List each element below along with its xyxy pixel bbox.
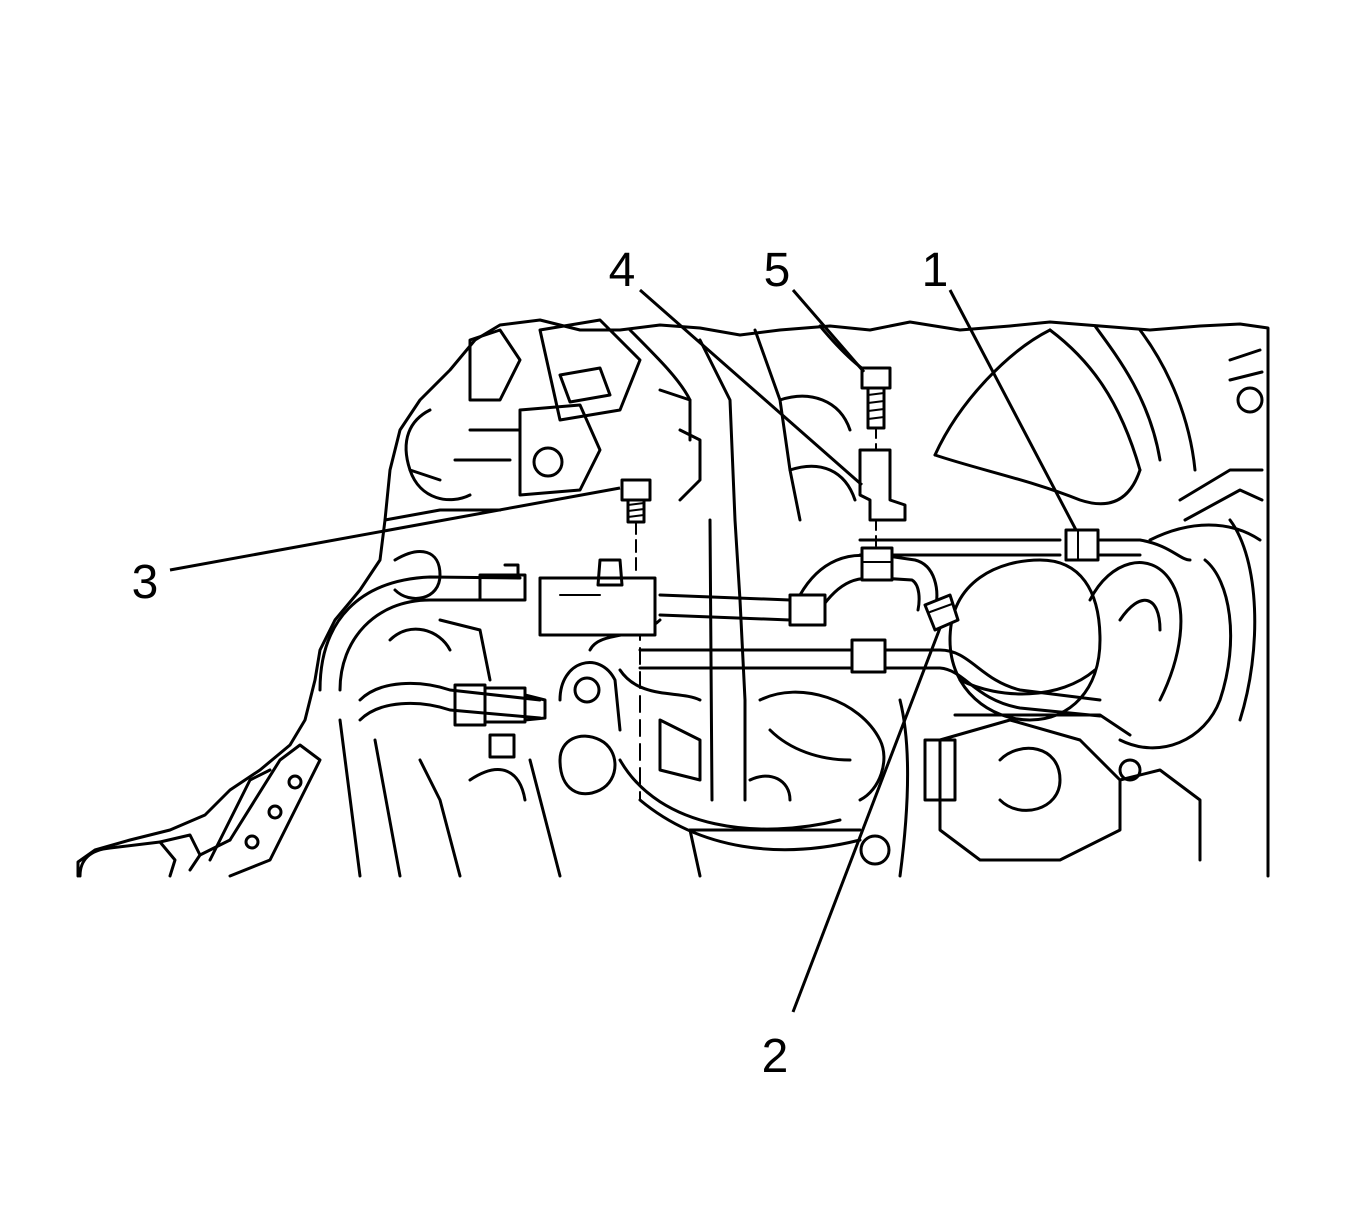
- engine-illustration: [76, 318, 1270, 878]
- leader-line-4: [639, 288, 863, 487]
- bolt-5: [860, 366, 892, 549]
- callout-3: 3: [132, 556, 159, 609]
- leader-line-5: [791, 289, 866, 373]
- callout-1: 1: [922, 244, 949, 297]
- callout-labels: 1 2 3 4 5: [132, 244, 949, 1083]
- callout-leaders: [169, 288, 1078, 1013]
- bolt-3: [620, 478, 652, 576]
- callout-2: 2: [762, 1030, 789, 1083]
- callout-4: 4: [609, 244, 636, 297]
- leader-line-1: [948, 289, 1078, 531]
- callout-5: 5: [764, 244, 791, 297]
- leader-line-2: [791, 627, 942, 1013]
- leader-line-3: [169, 486, 621, 572]
